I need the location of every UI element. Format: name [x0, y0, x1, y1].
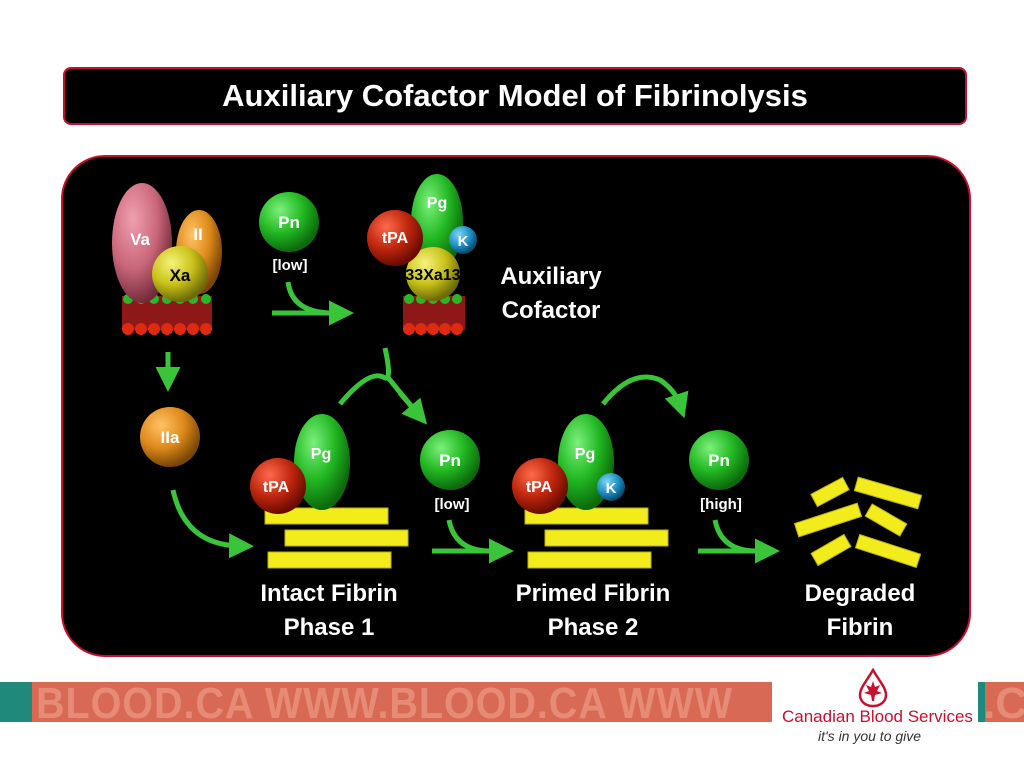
pn-top-concentration: [low]	[273, 257, 308, 274]
k-aux-label: K	[458, 233, 469, 250]
org-name: Canadian Blood Services	[782, 707, 973, 726]
phase2-label-line1: Primed Fibrin	[516, 580, 671, 607]
tpa-phase1-shape	[250, 458, 306, 514]
pn-top-shape	[259, 192, 319, 252]
pg-aux-shape	[411, 174, 463, 270]
factor-ii-label: II	[193, 225, 202, 244]
tpa-aux-shape	[367, 210, 423, 266]
pn-mid-concentration: [low]	[435, 496, 470, 513]
tpa-phase2-shape	[512, 458, 568, 514]
arrow-iia-to-fibrin	[170, 489, 254, 559]
phase1-label-line1: Intact Fibrin	[260, 580, 397, 607]
blood-drop-icon	[858, 668, 888, 708]
factor-xa-shape	[152, 246, 208, 302]
tpa-phase1-label: tPA	[263, 479, 290, 496]
fibrin-intact	[264, 507, 409, 569]
phase1-label-line2: Phase 1	[284, 614, 375, 641]
pn-right-shape	[689, 430, 749, 490]
arrow-right-curve	[712, 519, 757, 554]
pg-aux-label: Pg	[427, 195, 447, 212]
org-tagline: it's in you to give	[818, 728, 922, 744]
pn-top-label: Pn	[278, 213, 300, 232]
slide-title: Auxiliary Cofactor Model of Fibrinolysis	[222, 78, 808, 113]
pn-mid-shape	[420, 430, 480, 490]
fibrin-degraded	[793, 476, 923, 569]
footer-band-text-right: .C	[985, 682, 1024, 722]
membrane-left	[122, 294, 212, 335]
pg-phase1-label: Pg	[311, 446, 331, 463]
xa-aux-label: 33Xa13	[405, 267, 460, 284]
k-phase2-label: K	[606, 480, 617, 497]
tpa-aux-label: tPA	[382, 230, 409, 247]
degraded-label-line1: Degraded	[805, 580, 916, 607]
arrow-aux-head	[398, 391, 428, 425]
pn-mid-label: Pn	[439, 451, 461, 470]
iia-shape	[140, 407, 200, 467]
tpa-phase2-label: tPA	[526, 479, 553, 496]
k-aux-shape	[449, 226, 477, 254]
arrow-phase2-to-pn	[601, 374, 689, 419]
membrane-right	[403, 294, 465, 335]
org-logo: Canadian Blood Services it's in you to g…	[772, 662, 978, 768]
title-banner: Auxiliary Cofactor Model of Fibrinolysis	[63, 67, 967, 125]
degraded-label-line2: Fibrin	[827, 614, 894, 641]
k-phase2-shape	[597, 473, 625, 501]
footer-band: BLOOD.CA WWW.BLOOD.CA WWW .C	[0, 682, 1024, 722]
xa-aux-shape	[406, 247, 460, 301]
arrow-mid-curve	[446, 519, 491, 554]
phase2-label-line2: Phase 2	[548, 614, 639, 641]
diagram-panel	[61, 155, 971, 657]
iia-label: IIa	[161, 428, 180, 447]
auxiliary-label-line2: Cofactor	[502, 297, 601, 324]
auxiliary-label-line1: Auxiliary	[500, 263, 602, 290]
pg-phase2-label: Pg	[575, 446, 595, 463]
pn-right-label: Pn	[708, 451, 730, 470]
footer-band-text: BLOOD.CA WWW.BLOOD.CA WWW	[36, 682, 734, 722]
fibrin-primed	[524, 507, 669, 569]
pg-phase1-shape	[294, 414, 350, 510]
factor-xa-label: Xa	[170, 266, 191, 285]
factor-va-label: Va	[130, 230, 150, 249]
arrow-top	[285, 281, 354, 326]
pn-right-concentration: [high]	[700, 496, 742, 513]
